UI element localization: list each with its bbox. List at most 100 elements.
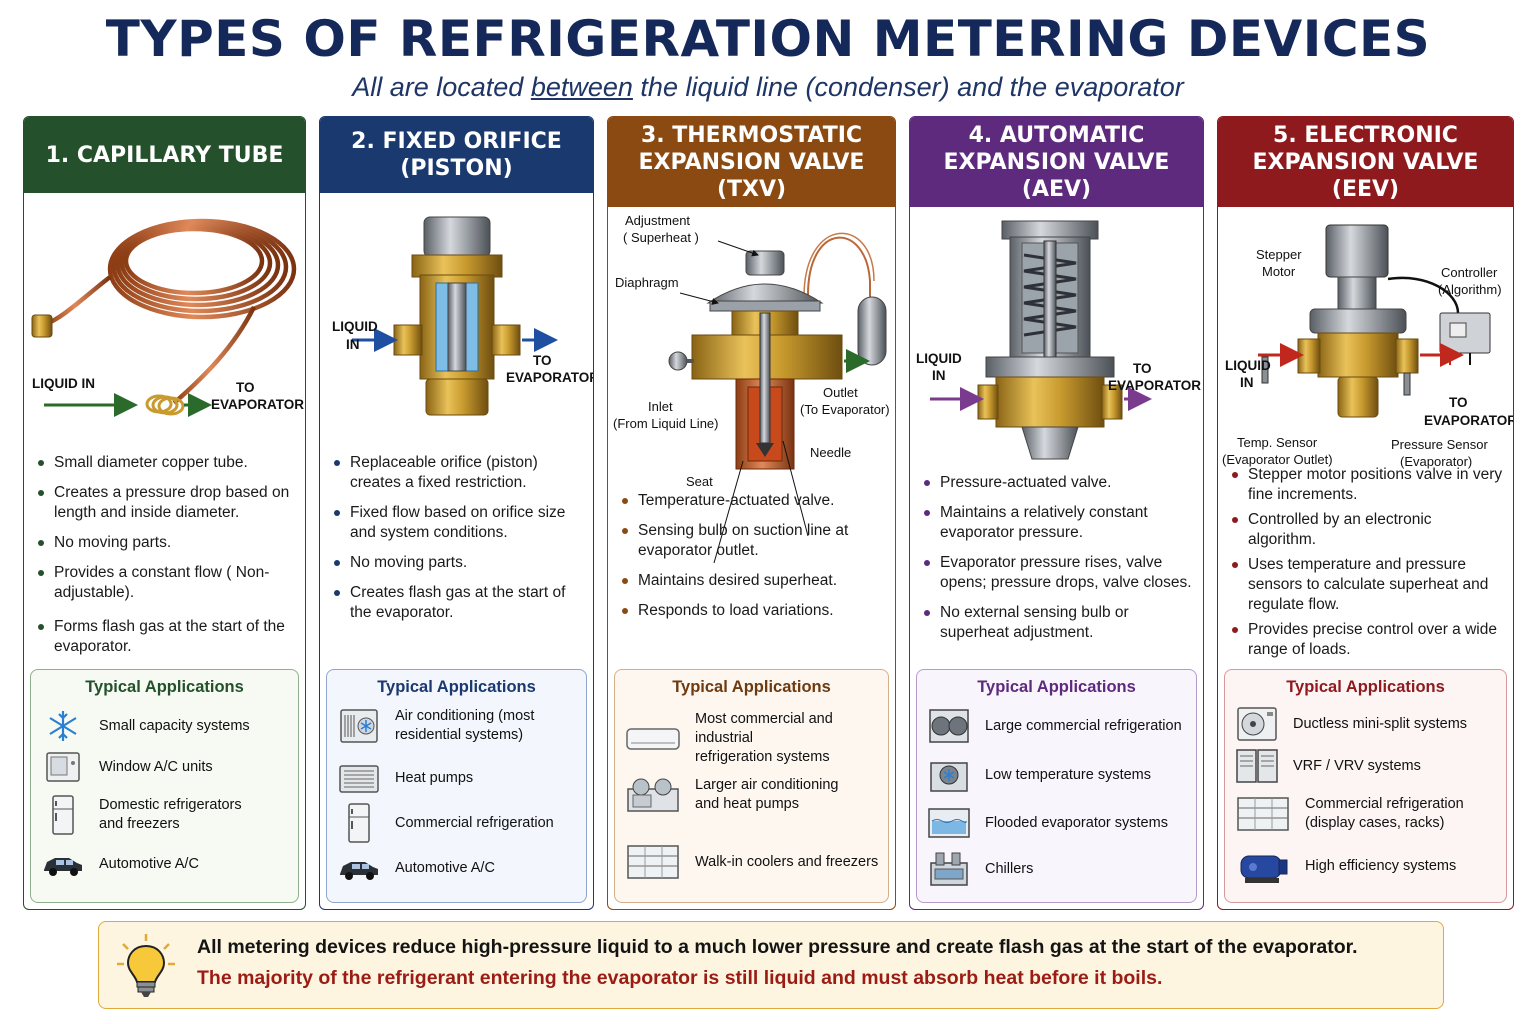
application-item: Commercial refrigeration (display cases,… — [1235, 794, 1500, 834]
application-item: Chillers — [927, 849, 1190, 889]
application-item: Window A/C units — [41, 747, 292, 787]
adjustment-label: Adjustment — [625, 213, 690, 228]
fixed-orifice-illustration: LIQUID IN TO EVAPORATOR — [332, 216, 594, 416]
typical-applications-panel: Typical Applications Most commercial and… — [614, 669, 889, 903]
feature-item: Uses temperature and pressure sensors to… — [1228, 555, 1503, 615]
feature-item: Maintains desired superheat. — [618, 571, 885, 591]
column-eev: 5. ELECTRONIC EXPANSION VALVE (EEV) Step… — [1217, 116, 1514, 910]
feature-item: Maintains a relatively constant evaporat… — [920, 503, 1193, 543]
application-label: Small capacity systems — [99, 717, 250, 734]
application-label: Air conditioning (most residential syste… — [395, 708, 535, 743]
typical-applications-panel: Typical Applications Small capacity syst… — [30, 669, 299, 903]
application-item: Automotive A/C — [337, 848, 580, 888]
feature-list: Temperature-actuated valve. Sensing bulb… — [618, 491, 885, 631]
typical-applications-panel: Typical Applications Large commercial re… — [916, 669, 1197, 903]
typical-applications-panel: Typical Applications Air conditioning (m… — [326, 669, 587, 903]
evaporator-outlet-label: (Evaporator Outlet) — [1222, 452, 1333, 467]
application-item: Walk-in coolers and freezers — [625, 842, 882, 882]
application-item: Air conditioning (most residential syste… — [337, 706, 580, 746]
display-case-icon — [1237, 797, 1289, 831]
feature-item: Evaporator pressure rises, valve opens; … — [920, 553, 1193, 593]
application-label: Ductless mini-split systems — [1293, 715, 1468, 732]
feature-item: Creates flash gas at the start of the ev… — [330, 583, 583, 623]
stepper-label: Stepper — [1256, 247, 1302, 262]
application-item: Domestic refrigerators and freezers — [41, 795, 292, 835]
capillary-tube-illustration: LIQUID IN TO EVAPORATOR — [31, 218, 304, 417]
liquid-label: LIQUID — [332, 319, 378, 334]
needle-label: Needle — [810, 445, 851, 460]
feature-item: No moving parts. — [34, 533, 295, 553]
application-item: High efficiency systems — [1235, 846, 1500, 886]
application-item: Heat pumps — [337, 758, 580, 798]
application-item: Flooded evaporator systems — [927, 803, 1190, 843]
pressure-sensor-label: Pressure Sensor — [1391, 437, 1488, 452]
mini-split-icon — [1237, 707, 1277, 741]
evaporator-sensor-label: (Evaporator) — [1400, 454, 1472, 469]
refrigerator-icon — [348, 803, 370, 843]
application-label: Commercial refrigeration (display cases,… — [1305, 796, 1464, 831]
feature-item: No moving parts. — [330, 553, 583, 573]
feature-item: Sensing bulb on suction line at evaporat… — [618, 521, 885, 561]
txv-illustration: Adjustment ( Superheat ) Diaphragm Inlet… — [613, 213, 890, 564]
typical-applications-panel: Typical Applications Ductless mini-split… — [1224, 669, 1507, 903]
application-item: Automotive A/C — [41, 844, 292, 884]
evaporator-label: EVAPORATOR — [506, 370, 594, 385]
in-label: IN — [932, 368, 946, 383]
application-label: Large commercial refrigeration — [985, 717, 1182, 734]
display-case-icon — [627, 845, 679, 879]
ac-unit-icon — [340, 709, 378, 743]
to-label: TO — [236, 380, 255, 395]
page-title: TYPES OF REFRIGERATION METERING DEVICES — [105, 10, 1431, 68]
feature-list: Small diameter copper tube. Creates a pr… — [34, 453, 295, 667]
rooftop-unit-icon — [627, 778, 679, 812]
feature-item: No external sensing bulb or superheat ad… — [920, 603, 1193, 643]
feature-item: Provides precise control over a wide ran… — [1228, 620, 1503, 660]
application-label: Most commercial and industrial refrigera… — [695, 711, 833, 765]
evaporator-label: EVAPORATOR — [1424, 413, 1514, 428]
condensing-unit-icon — [929, 709, 969, 743]
feature-item: Temperature-actuated valve. — [618, 491, 885, 511]
application-item: VRF / VRV systems — [1235, 746, 1500, 786]
feature-item: Controlled by an electronic algorithm. — [1228, 510, 1503, 550]
feature-item: Fixed flow based on orifice size and sys… — [330, 503, 583, 543]
liquid-in-label: LIQUID IN — [32, 376, 95, 391]
application-label: Flooded evaporator systems — [985, 814, 1168, 831]
applications-title: Typical Applications — [377, 678, 536, 696]
feature-list: Replaceable orifice (piston) creates a f… — [330, 453, 583, 633]
feature-item: Pressure-actuated valve. — [920, 473, 1193, 493]
column-aev: 4. AUTOMATIC EXPANSION VALVE (AEV) LIQUI… — [909, 116, 1204, 910]
application-item: Large commercial refrigeration — [927, 706, 1190, 746]
window-ac-icon — [46, 752, 80, 782]
application-label: Automotive A/C — [99, 855, 199, 872]
vrf-unit-icon — [1236, 749, 1278, 783]
applications-title: Typical Applications — [85, 678, 244, 696]
application-label: Domestic refrigerators and freezers — [99, 797, 242, 832]
application-label: Commercial refrigeration — [395, 814, 554, 831]
flooded-evaporator-icon — [928, 808, 970, 838]
to-label: TO — [533, 353, 552, 368]
controller-label: Controller — [1441, 265, 1498, 280]
liquid-label: LIQUID — [1225, 358, 1271, 373]
application-item: Small capacity systems — [41, 706, 292, 746]
to-evaporator-label: (To Evaporator) — [800, 402, 890, 417]
compressor-icon — [1240, 855, 1288, 883]
note-line-2: The majority of the refrigerant entering… — [197, 967, 1163, 989]
in-label: IN — [1240, 375, 1254, 390]
feature-item: Stepper motor positions valve in very fi… — [1228, 465, 1503, 505]
column-capillary-tube: 1. CAPILLARY TUBE LIQUID IN TO EVAPORATO… — [23, 116, 306, 910]
application-item: Larger air conditioning and heat pumps — [625, 775, 882, 815]
in-label: IN — [346, 337, 360, 352]
application-label: Automotive A/C — [395, 859, 495, 876]
application-label: High efficiency systems — [1305, 857, 1457, 874]
application-label: Chillers — [985, 860, 1034, 877]
column-txv: 3. THERMOSTATIC EXPANSION VALVE (TXV) Ad… — [607, 116, 896, 910]
applications-title: Typical Applications — [977, 678, 1136, 696]
eev-illustration: Stepper Motor Controller (Algorithm) LIQ… — [1222, 224, 1514, 469]
feature-item: Small diameter copper tube. — [34, 453, 295, 473]
summary-note: All metering devices reduce high-pressur… — [98, 921, 1444, 1009]
feature-item: Replaceable orifice (piston) creates a f… — [330, 453, 583, 493]
algorithm-label: (Algorithm) — [1438, 282, 1502, 297]
seat-label: Seat — [686, 474, 713, 489]
diaphragm-label: Diaphragm — [615, 275, 679, 290]
heat-pump-icon — [339, 765, 379, 793]
